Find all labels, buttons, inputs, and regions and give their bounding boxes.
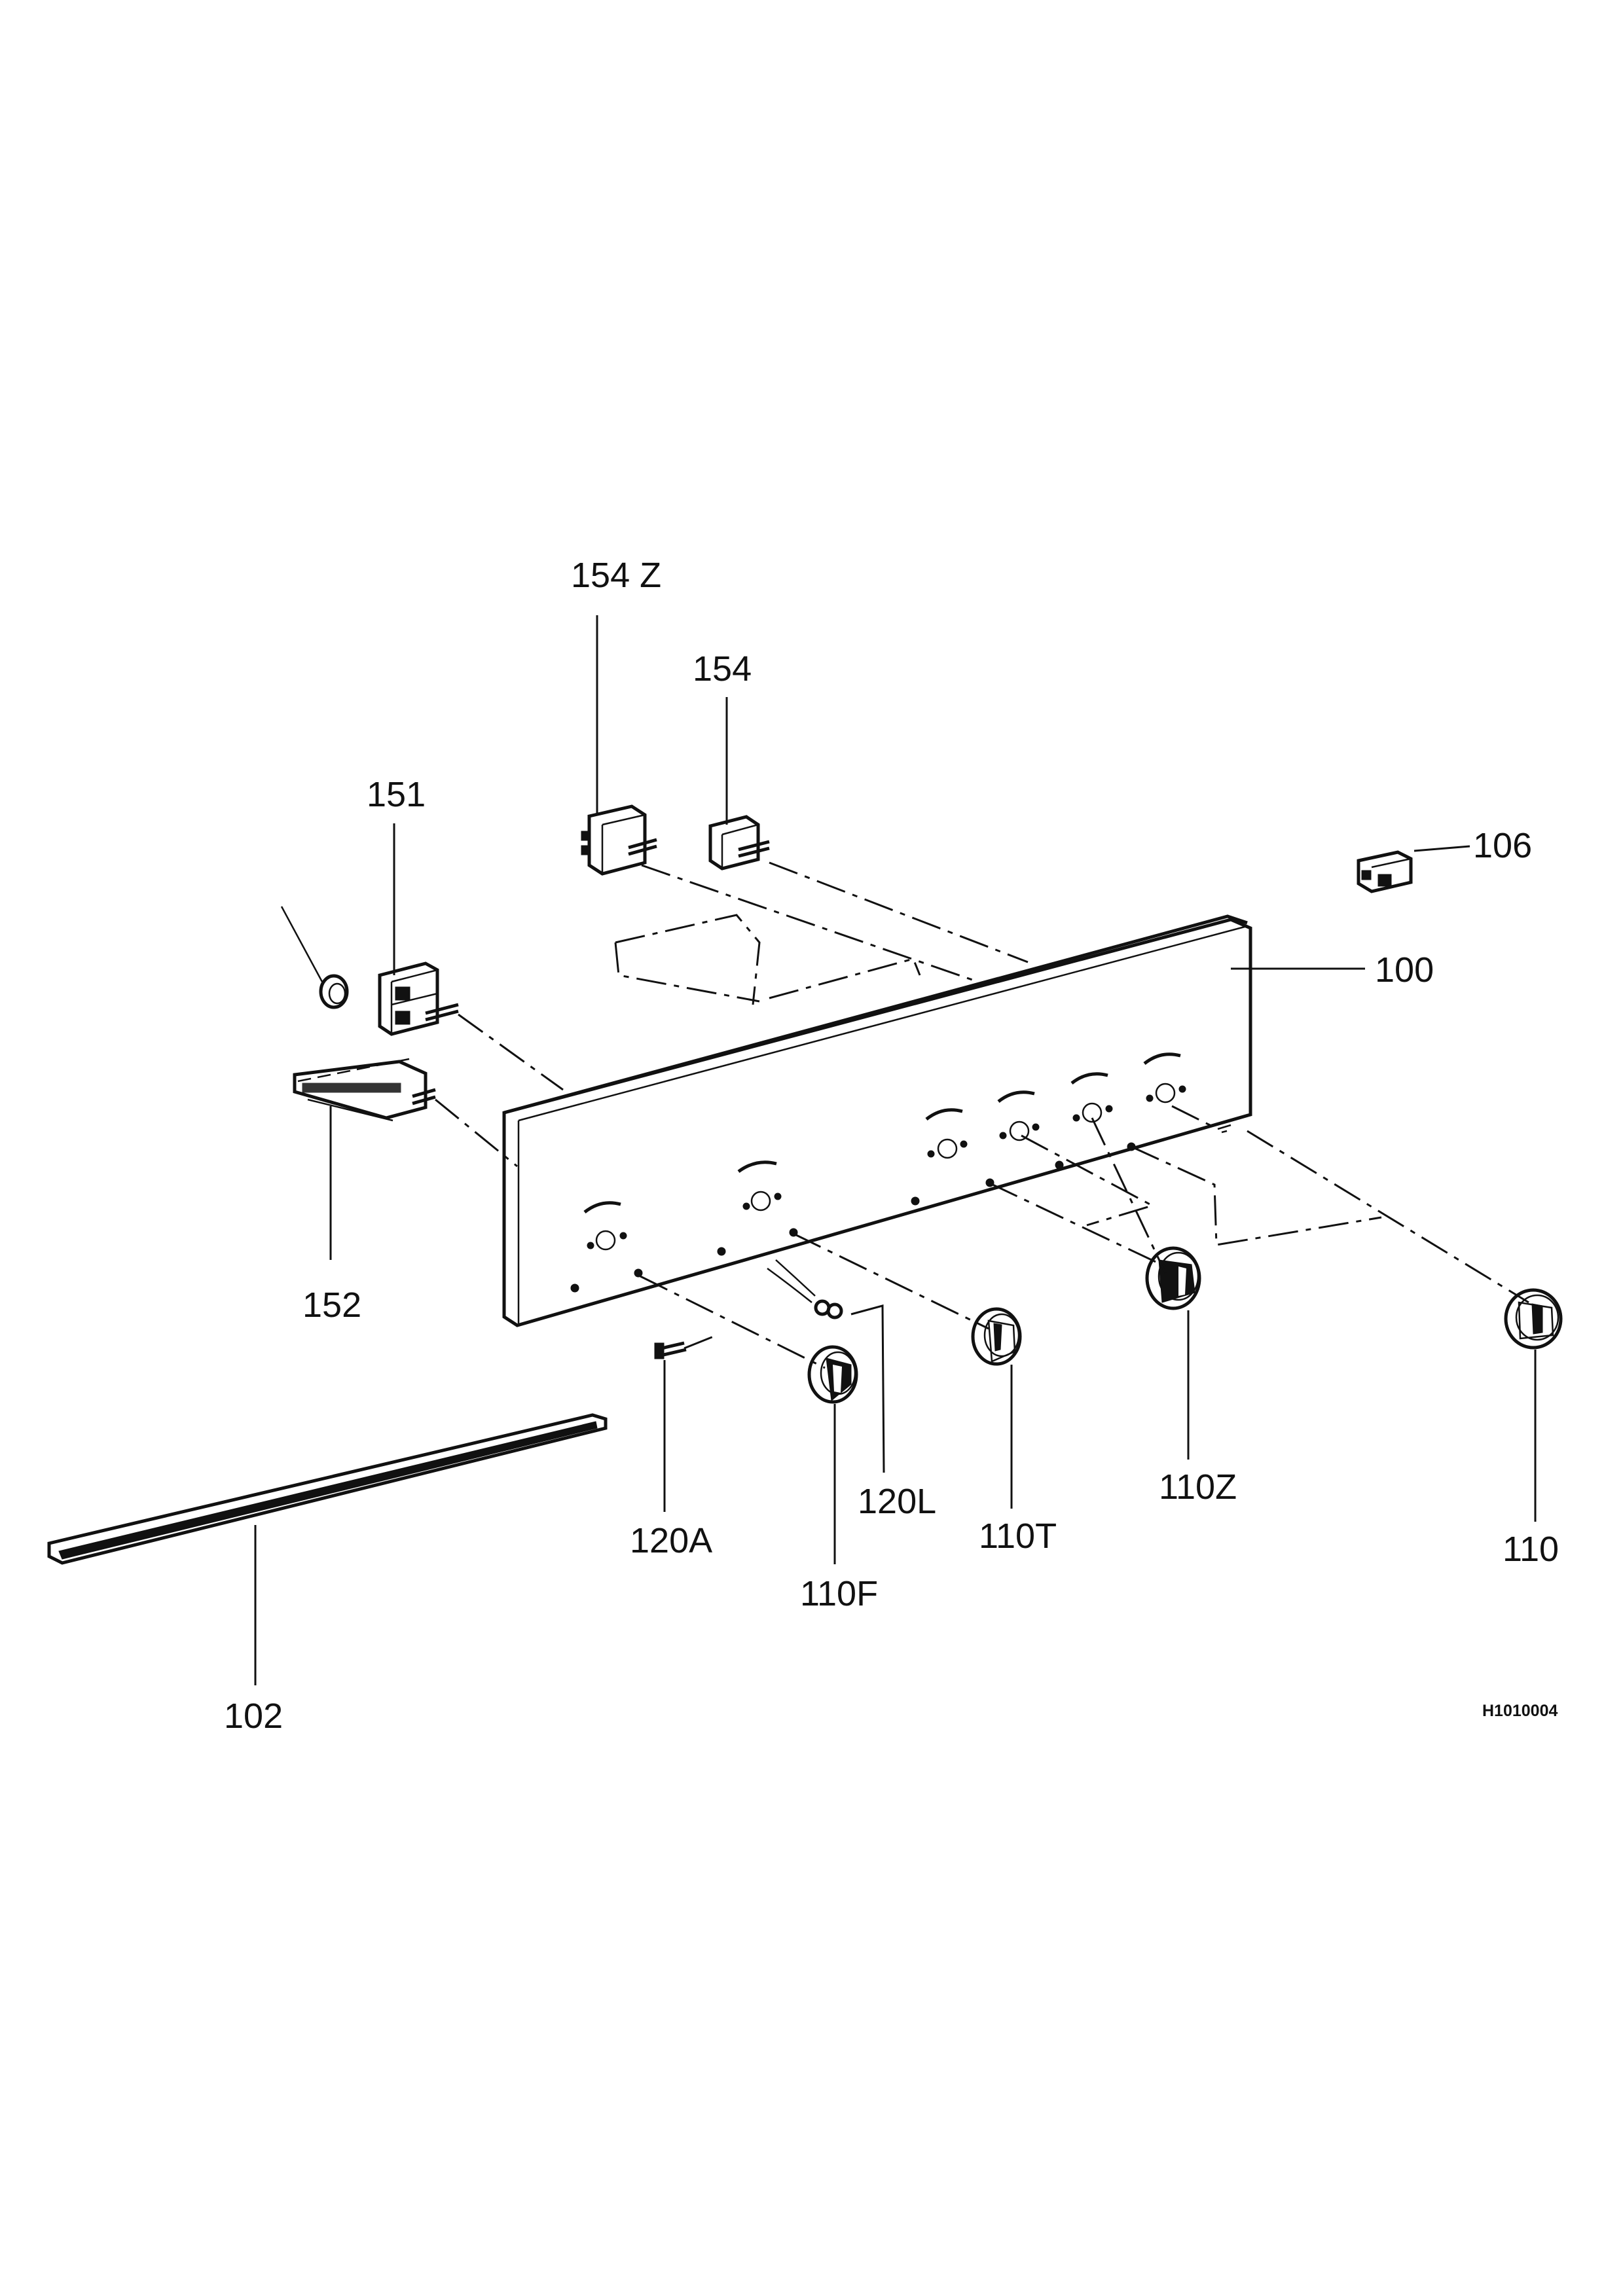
label-120a: 120A	[630, 1521, 712, 1560]
label-106: 106	[1473, 826, 1532, 865]
panel-hole-1	[583, 1201, 627, 1251]
label-110t: 110T	[979, 1516, 1057, 1556]
selector-152	[293, 1058, 436, 1122]
assembly-lines	[435, 861, 1529, 1369]
switch-151	[280, 906, 459, 1036]
label-102: 102	[224, 1696, 283, 1736]
label-151: 151	[367, 775, 426, 814]
panel-hole-5	[1070, 1072, 1113, 1123]
lamp-120l	[767, 1259, 843, 1319]
knob-110z	[1145, 1246, 1201, 1310]
label-110: 110	[1503, 1530, 1559, 1569]
indicator-106	[1357, 850, 1413, 893]
drawing-code: H1010004	[1482, 1702, 1558, 1720]
label-100: 100	[1375, 950, 1434, 990]
trim-strip-102	[47, 1413, 608, 1565]
panel-hole-3	[925, 1108, 968, 1159]
switch-154z	[581, 804, 657, 876]
knob-110	[1504, 1288, 1563, 1350]
panel-hole-4	[997, 1090, 1040, 1141]
control-panel-100	[502, 914, 1252, 1327]
panel-hole-2	[737, 1160, 782, 1211]
panel-hole-6	[1143, 1052, 1186, 1103]
label-152: 152	[302, 1285, 361, 1325]
switch-154	[708, 815, 770, 870]
leader-lines	[254, 615, 1537, 1685]
screw-120a	[654, 1341, 687, 1359]
label-154: 154	[693, 649, 752, 689]
knob-110f	[807, 1345, 858, 1404]
knob-110t	[971, 1307, 1022, 1366]
label-110z: 110Z	[1159, 1467, 1237, 1507]
label-120l: 120L	[858, 1482, 936, 1521]
label-154z: 154 Z	[571, 556, 661, 595]
label-110f: 110F	[800, 1574, 878, 1613]
